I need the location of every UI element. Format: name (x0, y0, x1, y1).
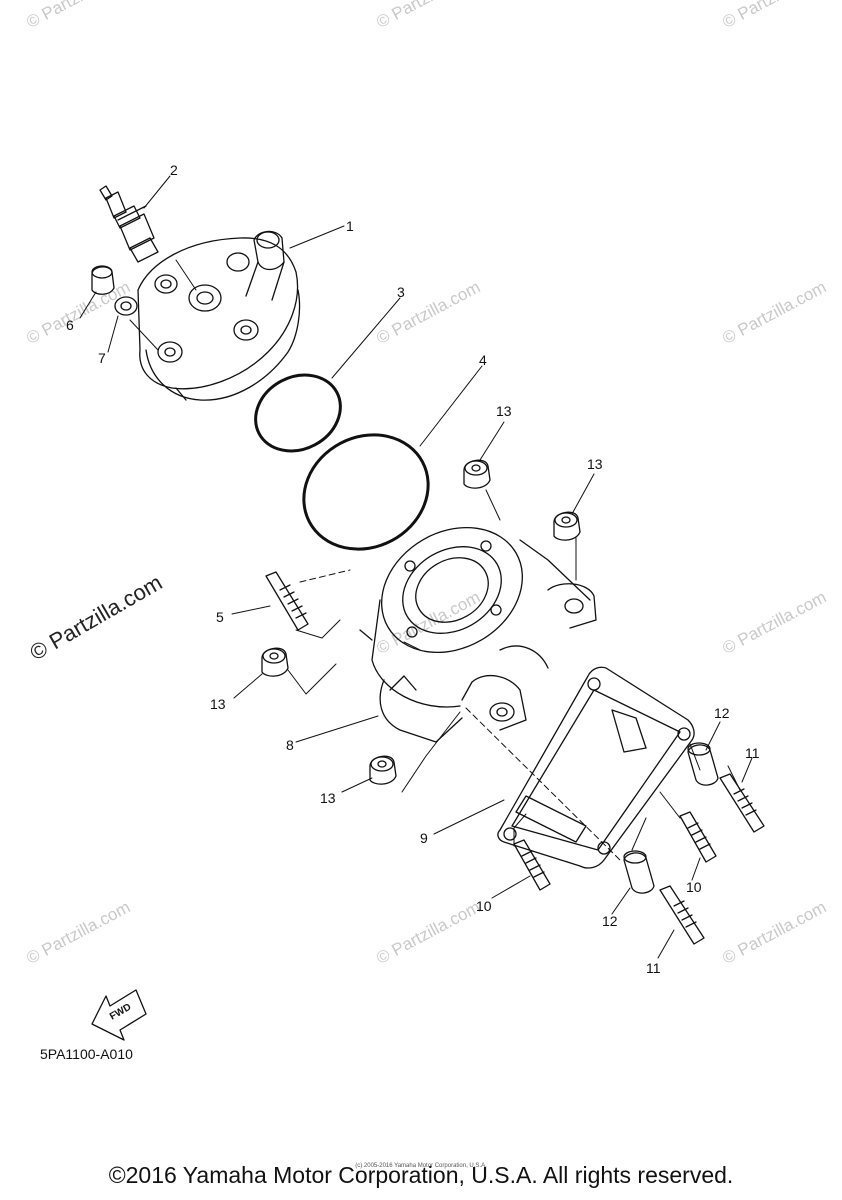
tiny-copyright: (c) 2005-2016 Yamaha Motor Corporation, … (355, 1163, 487, 1169)
callout-2: 2 (170, 162, 178, 178)
callout-12: 12 (602, 913, 618, 929)
o-ring-large[interactable] (284, 413, 449, 570)
dowel-pin[interactable] (623, 850, 655, 894)
washer[interactable] (114, 296, 138, 316)
callout-13: 13 (210, 696, 226, 712)
flange-nut[interactable] (463, 459, 491, 489)
callout-11: 11 (745, 745, 760, 761)
callout-13: 13 (496, 403, 512, 419)
cylinder-head[interactable] (137, 230, 301, 401)
callout-10: 10 (476, 898, 492, 914)
copyright-notice: ©2016 Yamaha Motor Corporation, U.S.A. A… (108, 1162, 734, 1188)
cylinder-base-gasket[interactable] (497, 666, 695, 869)
callout-13: 13 (320, 790, 336, 806)
diagram-code: 5PA1100-A010 (40, 1046, 133, 1062)
cylinder[interactable] (359, 503, 597, 743)
callout-10: 10 (686, 879, 702, 895)
callout-12: 12 (714, 705, 730, 721)
stud-bolt[interactable] (659, 885, 705, 945)
callout-11: 11 (646, 960, 661, 976)
o-ring-small[interactable] (242, 361, 354, 466)
stud-bolt[interactable] (719, 773, 765, 833)
cap-nut[interactable] (91, 265, 115, 295)
stud-bolt[interactable] (679, 811, 717, 863)
callout-7: 7 (98, 350, 106, 366)
callout-3: 3 (397, 284, 405, 300)
stud-bolt[interactable] (513, 839, 551, 891)
stud-bolt[interactable] (265, 571, 309, 631)
flange-nut[interactable] (553, 511, 581, 541)
leader-lines (79, 175, 753, 959)
flange-nut[interactable] (261, 647, 289, 677)
callout-13: 13 (587, 456, 603, 472)
callout-8: 8 (286, 737, 294, 753)
callout-5: 5 (216, 609, 224, 625)
callout-4: 4 (479, 352, 487, 368)
fwd-arrow-icon: FWD (91, 989, 147, 1041)
callout-6: 6 (66, 317, 74, 333)
callout-1: 1 (346, 218, 354, 234)
spark-plug[interactable] (99, 185, 159, 263)
flange-nut[interactable] (369, 755, 397, 785)
dowel-pin[interactable] (687, 742, 719, 786)
callout-9: 9 (420, 830, 428, 846)
